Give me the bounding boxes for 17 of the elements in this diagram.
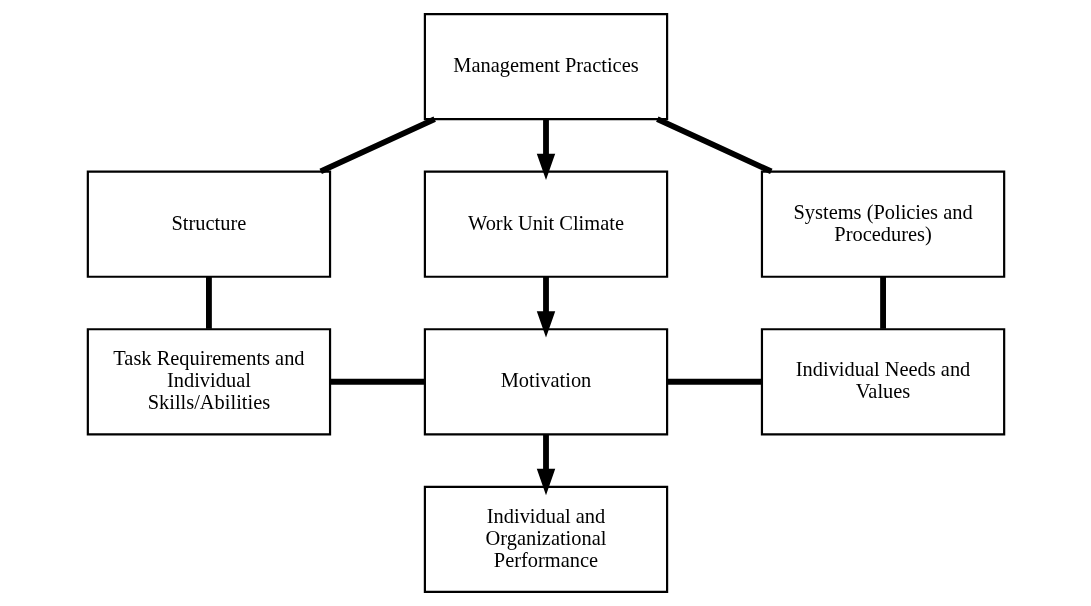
connector <box>655 116 772 175</box>
arrow <box>536 434 555 496</box>
node-box: Work Unit Climate <box>423 170 668 278</box>
node-box: Structure <box>86 170 331 278</box>
connector <box>329 378 425 385</box>
arrow <box>536 276 555 338</box>
node-box: Management Practices <box>423 13 668 121</box>
node-box: Task Requirements and Individual Skills/Abilities <box>86 328 331 436</box>
connector <box>666 378 762 385</box>
connector <box>319 116 436 175</box>
node-box: Individual and Organizational Performance <box>423 485 668 593</box>
arrow <box>536 119 555 181</box>
node-box: Individual Needs and Values <box>760 328 1005 436</box>
connector <box>879 276 886 329</box>
node-box: Systems (Policies and Procedures) <box>760 170 1005 278</box>
node-box: Motivation <box>423 328 668 436</box>
connector <box>205 276 212 329</box>
